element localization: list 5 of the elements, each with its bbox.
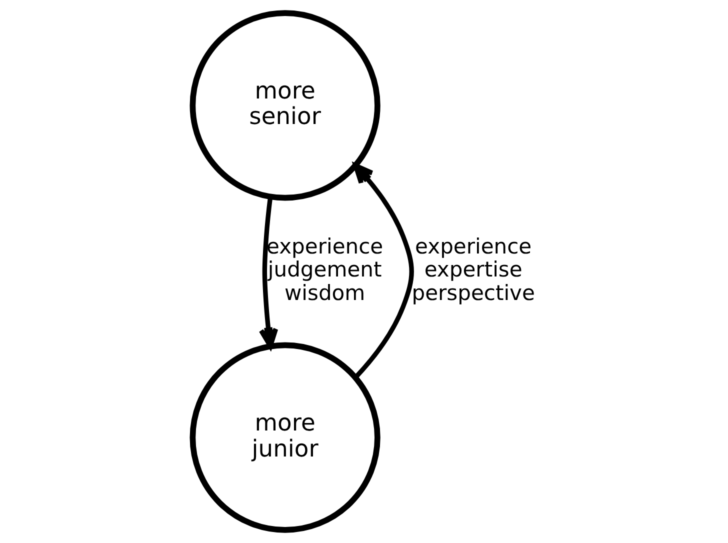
edge-label: experience expertise perspective	[412, 233, 535, 306]
node-circle: more junior	[190, 342, 380, 533]
edge-label: experience judgement wisdom	[266, 233, 384, 306]
node-circle: more senior	[190, 10, 380, 201]
arrow	[353, 163, 414, 379]
